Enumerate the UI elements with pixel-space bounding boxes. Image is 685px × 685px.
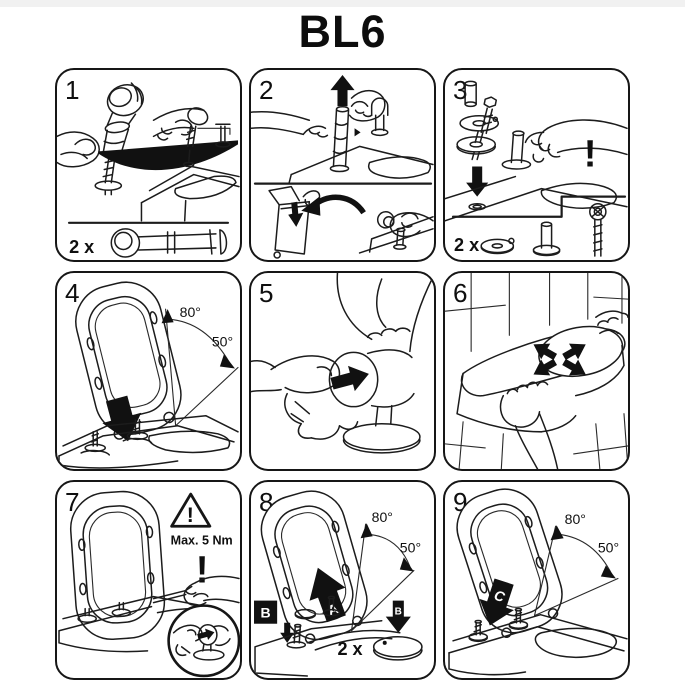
right-hand <box>595 310 628 335</box>
forearm <box>336 273 434 353</box>
pressing-thumb <box>251 355 359 440</box>
panel-step-8: 8 A <box>249 480 436 680</box>
hinge-cylinder <box>328 349 415 408</box>
angle-50-label: 50° <box>212 333 233 349</box>
spare-parts <box>480 202 607 257</box>
panel-step-7: 7 ! Max. 5 Nm ! <box>55 480 242 680</box>
place-arrow-icon <box>102 395 142 442</box>
step-9-illustration: 9 C <box>448 487 628 676</box>
step-number: 6 <box>453 278 468 308</box>
right-hand-inserting-bolt <box>152 107 209 168</box>
hand-placing-post <box>501 119 628 170</box>
tag-b: B <box>254 600 278 624</box>
step-number: 4 <box>65 278 80 308</box>
down-arrow-icon <box>466 166 489 197</box>
push-arrow-icon <box>330 365 369 392</box>
step-2-illustration: 2 <box>251 75 434 259</box>
left-hand <box>499 381 559 469</box>
hinge-bolt-part <box>110 228 228 258</box>
callout-wedge-icon <box>98 140 238 171</box>
toilet-rim <box>140 123 240 222</box>
warning-triangle-icon: ! <box>170 492 212 528</box>
wall-tiles <box>445 273 628 469</box>
angle-annotation: 80° 50° <box>533 511 619 617</box>
toilet-rim <box>288 145 434 184</box>
left-hand <box>57 131 100 168</box>
exploded-post-assembly <box>456 80 500 161</box>
angle-80-label: 80° <box>180 304 201 320</box>
angle-80-label: 80° <box>565 511 586 527</box>
toilet-corner <box>358 216 434 254</box>
panel-step-9: 9 C <box>443 480 630 680</box>
small-marker-icon <box>354 128 361 137</box>
page-top-strip <box>0 0 685 7</box>
panel-step-6: 6 <box>443 271 630 471</box>
step-number: 2 <box>259 75 274 105</box>
toilet-body <box>456 325 626 433</box>
panel-step-1: 1 <box>55 68 242 262</box>
hinge-bolt-closeup <box>94 82 144 196</box>
quantity-label: 2 x <box>337 639 362 659</box>
place-arrow-c-icon: C <box>479 578 514 626</box>
angle-50-label: 50° <box>400 539 421 555</box>
quantity-label: 2 x <box>454 235 479 255</box>
page-title: BL6 <box>298 6 387 57</box>
panel-step-5: 5 <box>249 271 436 471</box>
pulling-hand <box>348 89 386 122</box>
adjust-arrows-icon <box>533 343 586 376</box>
exclamation-icon: ! <box>584 133 597 176</box>
angle-50-label: 50° <box>598 539 619 555</box>
step-number: 3 <box>453 75 468 105</box>
toilet-rim <box>254 619 401 677</box>
exclamation-icon: ! <box>196 549 209 592</box>
pedestal-base <box>342 404 421 454</box>
panel-step-3: 3 <box>443 68 630 262</box>
angle-annotation: 80° 50° <box>161 304 239 427</box>
throw-arrowhead-icon <box>301 196 321 216</box>
steadying-hand <box>251 110 329 138</box>
step-4-illustration: 4 80° 50 <box>58 278 239 469</box>
toilet-surface <box>445 175 628 222</box>
up-arrow-icon <box>330 75 355 107</box>
panel-step-4: 4 80° 50 <box>55 271 242 471</box>
label-b2: B <box>395 607 402 618</box>
press-arrow-b-icon: B <box>385 600 411 633</box>
step-divider-line <box>451 195 627 218</box>
quantity-label: 2 x <box>69 237 94 257</box>
step-number: 5 <box>259 278 274 308</box>
angle-annotation: 80° 50° <box>350 509 421 632</box>
step-8-illustration: 8 A <box>254 487 423 677</box>
step-3-illustration: 3 <box>445 75 628 257</box>
toilet-rim <box>58 414 239 469</box>
step-1-illustration: 1 <box>57 75 240 258</box>
step-number: 1 <box>65 75 80 105</box>
capped-post <box>370 97 389 137</box>
cap-part <box>372 636 423 661</box>
step-6-illustration: 6 <box>445 273 628 469</box>
torque-label: Max. 5 Nm <box>171 533 233 547</box>
old-post <box>329 105 350 173</box>
toilet-seat <box>456 488 563 638</box>
triangle-exclamation: ! <box>187 504 194 527</box>
step-7-illustration: 7 ! Max. 5 Nm ! <box>58 487 240 678</box>
hand-with-seal <box>376 210 434 238</box>
steps-grid: 1 <box>55 68 630 680</box>
toilet-seat <box>69 490 166 641</box>
toilet-rim <box>448 607 628 676</box>
throw-arrow <box>311 194 366 215</box>
discard-arrow-icon <box>288 201 304 227</box>
panel-step-2: 2 <box>249 68 436 262</box>
label-b: B <box>261 605 271 621</box>
angle-80-label: 80° <box>372 509 393 525</box>
tighten-detail-inset <box>167 604 240 678</box>
step-5-illustration: 5 <box>251 273 434 454</box>
